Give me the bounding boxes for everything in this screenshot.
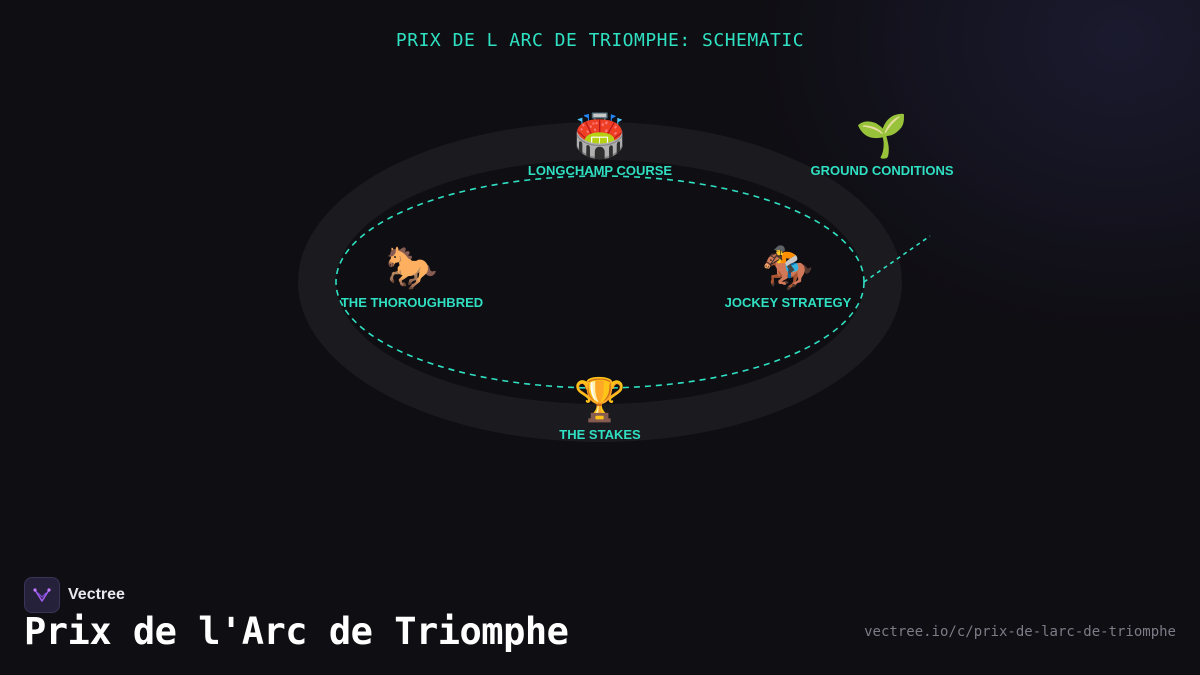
- stadium-icon: 🏟️: [573, 111, 627, 160]
- trophy-icon: 🏆: [573, 375, 627, 424]
- diagram-title: PRIX DE L ARC DE TRIOMPHE: SCHEMATIC: [395, 30, 805, 51]
- horse-racing-icon: 🏇: [761, 243, 815, 292]
- page-url-link[interactable]: vectree.io/c/prix-de-larc-de-triomphe: [864, 624, 1176, 640]
- node-label: THE STAKES: [559, 427, 641, 442]
- node-thoroughbred: 🐎 THE THOROUGHBRED: [341, 243, 483, 310]
- node-label: JOCKEY STRATEGY: [724, 295, 852, 310]
- node-label: THE THOROUGHBRED: [340, 295, 484, 310]
- brand-name: Vectree: [68, 586, 125, 603]
- node-label: LONGCHAMP COURSE: [527, 163, 673, 178]
- node-label: GROUND CONDITIONS: [810, 163, 954, 178]
- node-the-stakes: 🏆 THE STAKES: [559, 375, 640, 442]
- ground-connector-line: [863, 235, 931, 283]
- node-ground-conditions: 🌱 GROUND CONDITIONS: [811, 111, 954, 178]
- vectree-logo-icon: [24, 577, 60, 613]
- seedling-icon: 🌱: [855, 111, 909, 160]
- node-longchamp-course: 🏟️ LONGCHAMP COURSE: [528, 111, 672, 178]
- brand-badge[interactable]: Vectree: [24, 577, 125, 613]
- horse-icon: 🐎: [385, 243, 439, 292]
- node-jockey-strategy: 🏇 JOCKEY STRATEGY: [725, 243, 852, 310]
- page-heading: Prix de l'Arc de Triomphe: [24, 610, 569, 653]
- track-infield: [336, 160, 864, 404]
